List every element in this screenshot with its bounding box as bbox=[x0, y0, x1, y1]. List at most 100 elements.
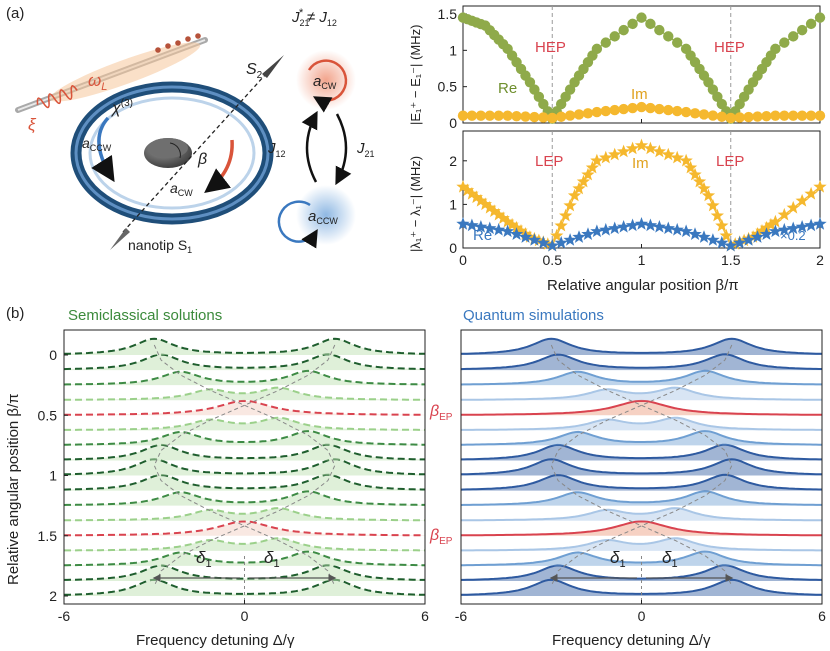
ep-spectrum-trace bbox=[461, 520, 822, 537]
y-tick-label: 1.5 bbox=[38, 528, 58, 544]
lep-label-2: LEP bbox=[716, 153, 744, 170]
data-point bbox=[679, 224, 693, 238]
data-point bbox=[563, 233, 577, 246]
data-point bbox=[761, 110, 772, 122]
data-point bbox=[460, 183, 475, 197]
x-tick-label: 0 bbox=[241, 608, 249, 624]
resonator-schematic: ξ ωL χ(3) S2 β aCCW aCW nanotip S1 bbox=[15, 33, 284, 255]
spectrum-trace bbox=[63, 353, 425, 371]
x-tick-label: 0 bbox=[459, 252, 467, 268]
data-point bbox=[710, 208, 724, 222]
spectrum-trace bbox=[460, 353, 822, 371]
semiclassical-xlabel: Frequency detuning Δ/γ bbox=[136, 632, 295, 649]
data-point bbox=[590, 153, 604, 167]
data-point bbox=[795, 193, 809, 207]
y-tick-label: 0.5 bbox=[38, 407, 58, 423]
data-point bbox=[563, 198, 577, 212]
data-point bbox=[645, 102, 656, 114]
data-point bbox=[475, 110, 487, 121]
peak-track-left bbox=[550, 344, 643, 587]
data-point bbox=[805, 110, 817, 121]
data-point bbox=[728, 237, 742, 250]
nanotip-s1 bbox=[110, 228, 130, 250]
data-point bbox=[814, 12, 826, 23]
data-point bbox=[536, 235, 550, 249]
data-point bbox=[554, 235, 568, 249]
data-point bbox=[779, 110, 790, 121]
spectrum-trace bbox=[63, 490, 425, 506]
data-point bbox=[672, 105, 683, 117]
data-point bbox=[777, 207, 791, 221]
data-point bbox=[743, 111, 754, 123]
data-point bbox=[625, 141, 640, 155]
spectrum-fill bbox=[461, 354, 822, 371]
data-point bbox=[697, 230, 711, 243]
data-point bbox=[777, 222, 791, 236]
spectrum-fill bbox=[64, 474, 425, 491]
data-point bbox=[483, 221, 497, 235]
data-point bbox=[591, 43, 603, 55]
semiclassical-title: Semiclassical solutions bbox=[68, 307, 222, 324]
acw-label: aCW bbox=[170, 180, 193, 198]
data-point bbox=[582, 108, 594, 119]
spectrum-fill bbox=[64, 459, 425, 476]
spectrum-trace bbox=[461, 537, 822, 552]
data-point bbox=[692, 174, 707, 188]
data-point bbox=[688, 227, 702, 240]
data-point bbox=[469, 190, 483, 204]
data-point bbox=[652, 144, 666, 158]
spectrum-fill bbox=[461, 459, 822, 476]
data-point bbox=[663, 31, 674, 42]
data-point bbox=[514, 224, 528, 237]
data-point bbox=[737, 233, 751, 247]
re-series-label: Re bbox=[498, 80, 517, 97]
x-tick-label: 6 bbox=[421, 608, 429, 624]
lep-label-1: LEP bbox=[535, 153, 563, 170]
data-point bbox=[804, 218, 818, 232]
data-point bbox=[768, 214, 782, 228]
spectrum-trace bbox=[63, 473, 425, 491]
data-point bbox=[505, 217, 519, 231]
nanotip-axis bbox=[122, 74, 266, 233]
omega-label: ωL bbox=[88, 71, 107, 93]
spectrum-fill bbox=[64, 579, 425, 596]
data-point bbox=[465, 186, 479, 200]
xi-label: ξ bbox=[28, 115, 37, 134]
x-tick-label: 2 bbox=[816, 252, 824, 268]
y-tick-label: 0 bbox=[449, 240, 457, 256]
data-point bbox=[750, 230, 765, 243]
panel-label-a: (a) bbox=[6, 5, 24, 22]
spectrum-trace bbox=[460, 458, 823, 476]
spectrum-trace bbox=[63, 458, 426, 476]
y-tick-label: 2 bbox=[449, 153, 457, 169]
y-tick-label: 0.5 bbox=[438, 79, 458, 95]
spectrum-trace bbox=[64, 443, 425, 461]
re-series2-label: Re bbox=[473, 227, 492, 244]
beta-ep-1: βEP bbox=[429, 403, 453, 423]
data-point bbox=[609, 104, 620, 116]
spectrum-fill bbox=[64, 431, 425, 446]
data-point bbox=[567, 188, 582, 202]
data-point bbox=[585, 160, 600, 174]
beta-label: β bbox=[197, 151, 207, 168]
data-point bbox=[559, 208, 573, 222]
data-point bbox=[609, 31, 620, 42]
data-point bbox=[724, 238, 738, 252]
ep-spectrum-trace bbox=[461, 399, 822, 416]
spectrum-trace bbox=[63, 369, 425, 386]
data-point bbox=[600, 105, 611, 117]
data-point bbox=[788, 110, 799, 121]
data-point bbox=[683, 160, 698, 174]
spectrum-fill bbox=[461, 474, 822, 491]
data-point bbox=[581, 227, 595, 240]
scale-annotation: ×0.2 bbox=[780, 228, 806, 243]
data-point bbox=[652, 220, 666, 233]
data-point bbox=[509, 227, 524, 240]
data-point bbox=[755, 224, 769, 237]
data-point bbox=[786, 221, 800, 235]
spectrum-fill bbox=[64, 491, 425, 506]
data-point bbox=[768, 224, 782, 238]
quantum-title: Quantum simulations bbox=[463, 307, 604, 324]
data-point bbox=[643, 141, 658, 155]
hep-label-1: HEP bbox=[535, 39, 566, 56]
